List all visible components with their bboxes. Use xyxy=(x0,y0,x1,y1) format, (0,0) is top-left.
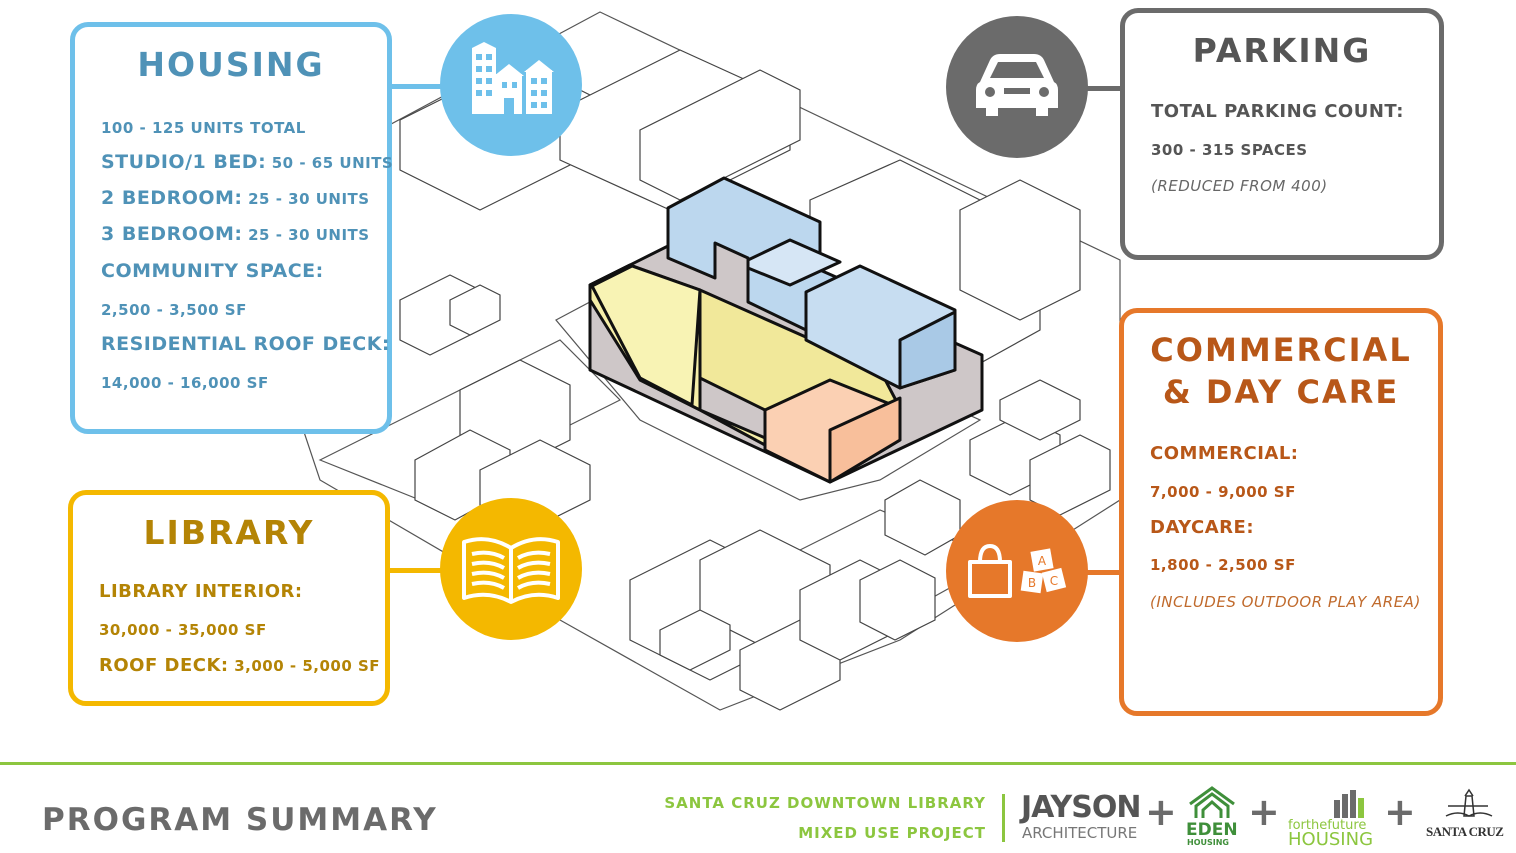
library-interior-value: 30,000 - 35,000 SF xyxy=(99,621,267,639)
project-name-line1: SANTA CRUZ DOWNTOWN LIBRARY xyxy=(664,794,986,812)
open-book-icon xyxy=(440,498,582,640)
plus-sign-2: + xyxy=(1248,790,1280,834)
housing-title: HOUSING xyxy=(137,45,325,84)
studio-value: 50 - 65 UNITS xyxy=(271,154,394,172)
parking-count-value: 300 - 315 SPACES xyxy=(1151,141,1308,159)
eden-housing-house-icon xyxy=(1189,786,1235,818)
block-b-letter: B xyxy=(1028,576,1036,590)
library-roof-deck-label: ROOF DECK: xyxy=(99,655,229,676)
two-bed-label: 2 BEDROOM: xyxy=(101,187,243,209)
housing-line-2: STUDIO/1 BED: 50 - 65 UNITS xyxy=(101,151,393,173)
for-the-future-top: forthefuture xyxy=(1288,818,1367,833)
housing-line-1: 100 - 125 UNITS TOTAL xyxy=(101,119,306,137)
parking-note: (REDUCED FROM 400) xyxy=(1151,177,1328,195)
community-space-value: 2,500 - 3,500 SF xyxy=(101,301,247,319)
parking-title: PARKING xyxy=(1192,31,1372,70)
proposed-building-massing xyxy=(588,176,984,484)
for-the-future-bottom: HOUSING xyxy=(1288,829,1374,850)
eden-housing-sub: HOUSING xyxy=(1187,838,1229,847)
shopping-bag-blocks-icon: A B C xyxy=(946,500,1088,642)
roof-deck-value: 14,000 - 16,000 SF xyxy=(101,374,269,392)
parking-panel: PARKING TOTAL PARKING COUNT: 300 - 315 S… xyxy=(1120,8,1444,260)
library-panel: LIBRARY LIBRARY INTERIOR: 30,000 - 35,00… xyxy=(68,490,390,706)
for-the-future-buildings-icon xyxy=(1334,790,1364,818)
library-title: LIBRARY xyxy=(143,513,315,552)
commercial-panel: COMMERCIAL & DAY CARE COMMERCIAL: 7,000 … xyxy=(1119,308,1443,716)
daycare-value: 1,800 - 2,500 SF xyxy=(1150,556,1296,574)
daycare-note: (INCLUDES OUTDOOR PLAY AREA) xyxy=(1150,593,1421,611)
footer-separator xyxy=(1002,794,1005,842)
project-name-line2: MIXED USE PROJECT xyxy=(798,824,986,842)
library-connector xyxy=(390,568,450,573)
program-summary-title: PROGRAM SUMMARY xyxy=(42,802,438,838)
commercial-title-line2: & DAY CARE xyxy=(1162,373,1400,411)
commercial-label: COMMERCIAL: xyxy=(1150,443,1299,464)
commercial-value: 7,000 - 9,000 SF xyxy=(1150,483,1296,501)
isometric-site-diagram xyxy=(299,11,1121,711)
community-space-label: COMMUNITY SPACE: xyxy=(101,260,324,282)
studio-label: STUDIO/1 BED: xyxy=(101,151,267,173)
block-a-letter: A xyxy=(1038,554,1047,568)
jayson-architecture-sub: ARCHITECTURE xyxy=(1022,824,1138,842)
plus-sign-1: + xyxy=(1145,790,1177,834)
housing-panel: HOUSING 100 - 125 UNITS TOTAL STUDIO/1 B… xyxy=(70,22,393,434)
jayson-architecture-logo: JAYSON xyxy=(1021,790,1141,825)
santa-cruz-logo: SANTA CRUZ xyxy=(1426,824,1504,839)
plus-sign-3: + xyxy=(1384,790,1416,834)
housing-line-4: 3 BEDROOM: 25 - 30 UNITS xyxy=(101,223,370,245)
library-roof-deck: ROOF DECK: 3,000 - 5,000 SF xyxy=(99,655,380,676)
buildings-icon xyxy=(440,14,582,156)
housing-line-3: 2 BEDROOM: 25 - 30 UNITS xyxy=(101,187,370,209)
commercial-connector xyxy=(1080,570,1122,575)
parking-connector xyxy=(1080,86,1122,91)
santa-cruz-lighthouse-icon xyxy=(1445,788,1493,817)
library-interior-label: LIBRARY INTERIOR: xyxy=(99,581,303,602)
roof-deck-label: RESIDENTIAL ROOF DECK: xyxy=(101,333,391,355)
three-bed-label: 3 BEDROOM: xyxy=(101,223,243,245)
library-roof-deck-value: 3,000 - 5,000 SF xyxy=(234,657,381,675)
commercial-title-line1: COMMERCIAL xyxy=(1150,331,1412,369)
eden-housing-logo: EDEN xyxy=(1186,820,1238,840)
two-bed-value: 25 - 30 UNITS xyxy=(248,190,370,208)
three-bed-value: 25 - 30 UNITS xyxy=(248,226,370,244)
parking-count-label: TOTAL PARKING COUNT: xyxy=(1151,101,1404,122)
footer-divider xyxy=(0,762,1516,765)
daycare-label: DAYCARE: xyxy=(1150,517,1255,538)
housing-connector xyxy=(392,84,452,89)
block-c-letter: C xyxy=(1050,574,1058,588)
car-icon xyxy=(946,16,1088,158)
housing-total-units: 100 - 125 UNITS TOTAL xyxy=(101,119,306,137)
